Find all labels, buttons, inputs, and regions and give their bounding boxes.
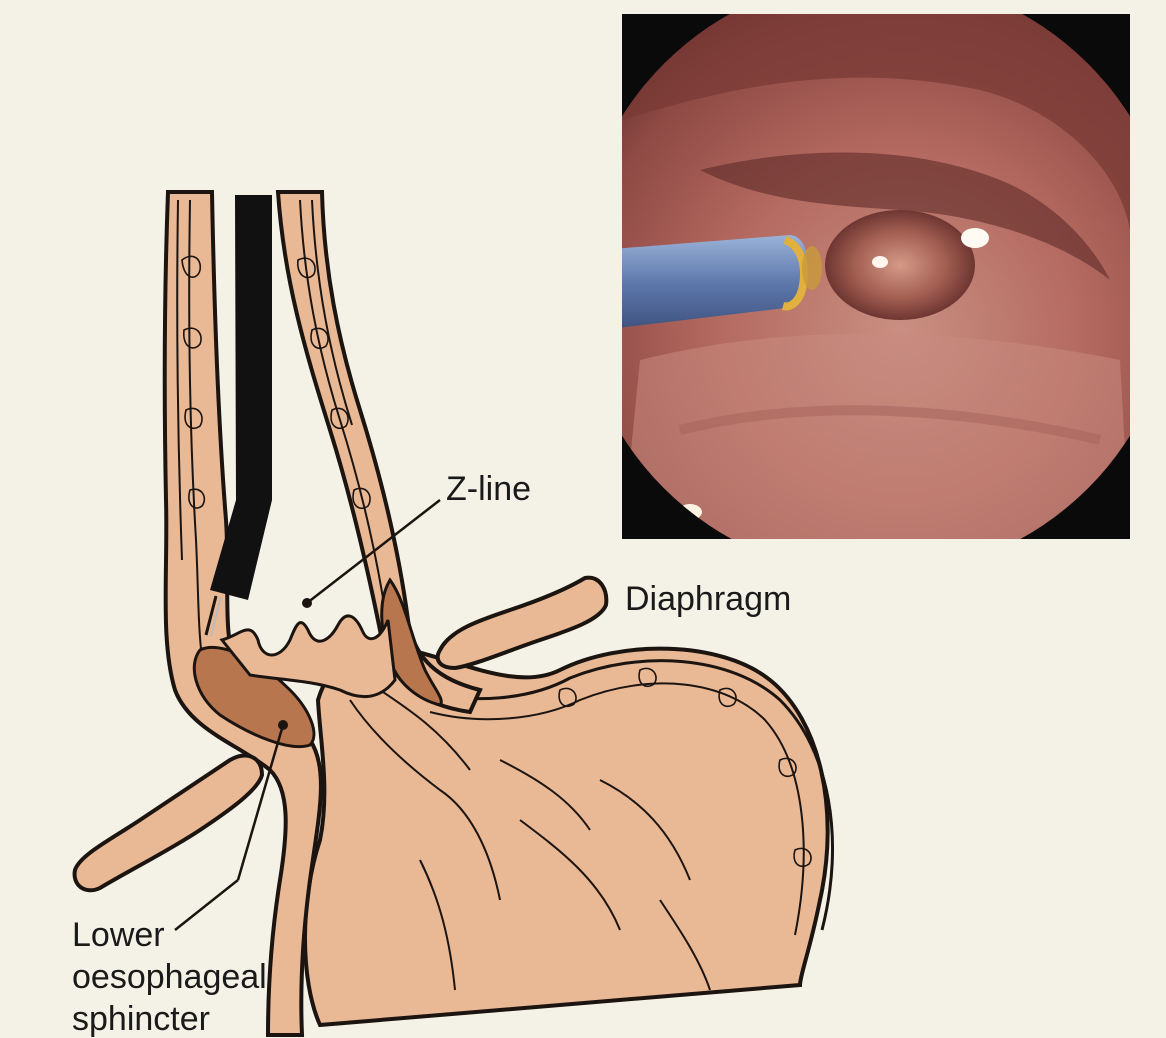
lumen [825, 210, 975, 320]
sphincter-label-line1: Lower [72, 916, 165, 954]
sphincter-label-line2: oesophageal [72, 958, 267, 996]
diaphragm-right [438, 578, 607, 668]
endoscopic-photo [560, 0, 1166, 600]
diaphragm-left [75, 756, 262, 891]
sphincter-label-line3: sphincter [72, 1000, 210, 1038]
stomach [305, 647, 828, 1025]
z-line-label: Z-line [446, 470, 531, 508]
diaphragm-label: Diaphragm [625, 580, 791, 618]
